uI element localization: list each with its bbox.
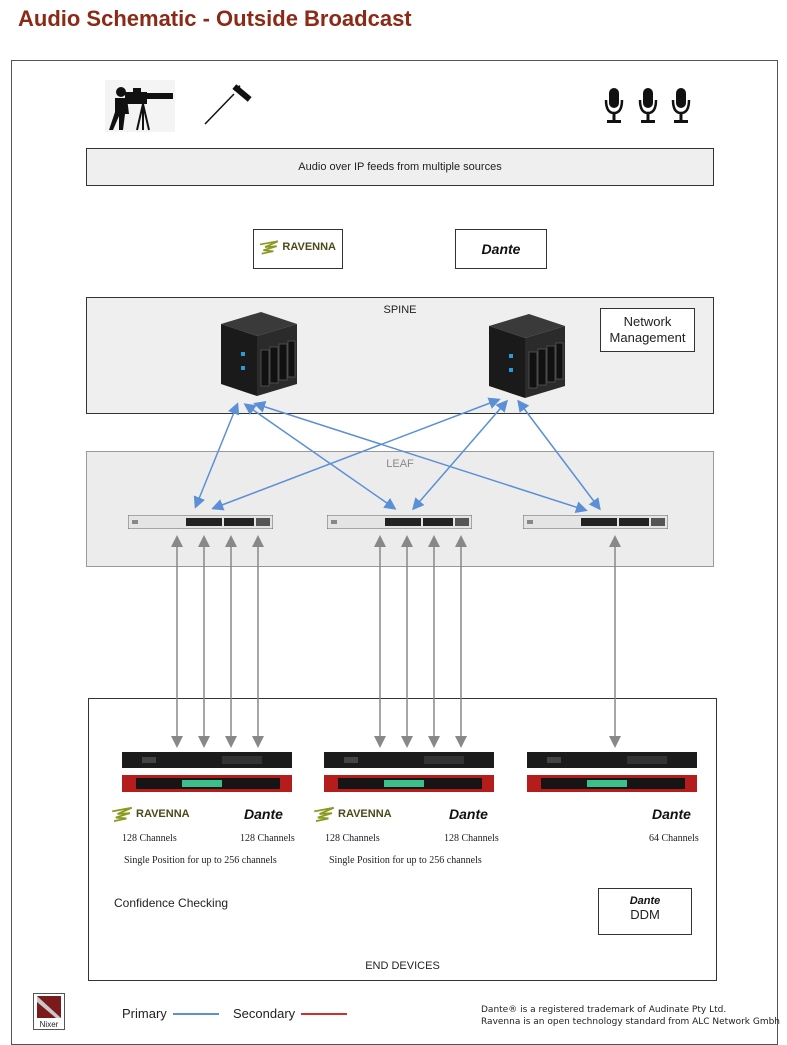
dante-logo: Dante xyxy=(455,229,547,269)
page-title: Audio Schematic - Outside Broadcast xyxy=(18,6,412,31)
device-2-ravenna-text: RAVENNA xyxy=(338,808,392,820)
network-management-box: Network Management xyxy=(600,308,695,352)
legend-primary: Primary xyxy=(122,1006,219,1021)
device-2-ravenna-logo: RAVENNA xyxy=(314,806,392,822)
nixer-logo-text: Nixer xyxy=(39,1020,59,1029)
leaf-switch-1 xyxy=(128,515,273,529)
ravenna-logo-text: RAVENNA xyxy=(282,241,336,253)
device-3-dante-logo: Dante xyxy=(652,806,691,822)
spine-label: SPINE xyxy=(383,304,417,316)
ravenna-logo: RAVENNA xyxy=(253,229,343,269)
end-devices-label: END DEVICES xyxy=(365,960,440,972)
network-management-line-1: Network xyxy=(623,314,672,329)
device-3-right-channels: 64 Channels xyxy=(649,833,699,844)
leaf-switch-3 xyxy=(523,515,668,529)
device-1-right-channels: 128 Channels xyxy=(240,833,295,844)
audio-feeds-label: Audio over IP feeds from multiple source… xyxy=(298,161,502,173)
legend-primary-line xyxy=(172,1012,219,1015)
leaf-switch-2 xyxy=(327,515,472,529)
leaf-box: LEAF xyxy=(86,451,714,567)
device-2-note: Single Position for up to 256 channels xyxy=(329,855,482,866)
ddm-label: DDM xyxy=(630,907,660,922)
legend-primary-label: Primary xyxy=(122,1006,167,1021)
device-1-ravenna-text: RAVENNA xyxy=(136,808,190,820)
device-1-dante-logo: Dante xyxy=(244,806,283,822)
footnote-line-1: Dante® is a registered trademark of Audi… xyxy=(481,1005,727,1015)
device-1-left-channels: 128 Channels xyxy=(122,833,177,844)
boom-microphone-icon xyxy=(202,84,254,126)
end-devices-box: END DEVICES xyxy=(88,698,717,981)
device-2-left-channels: 128 Channels xyxy=(325,833,380,844)
device-1-ravenna-logo: RAVENNA xyxy=(112,806,190,822)
dante-logo-text: Dante xyxy=(481,241,521,257)
camera-operator-icon xyxy=(105,80,175,132)
ddm-dante-logo: Dante xyxy=(629,895,661,907)
device-unit-3 xyxy=(527,752,697,794)
legend-secondary-label: Secondary xyxy=(233,1006,296,1021)
spine-server-2 xyxy=(489,314,565,398)
device-unit-1 xyxy=(122,752,292,794)
network-management-line-2: Management xyxy=(609,330,686,345)
nixer-logo: Nixer xyxy=(33,993,65,1030)
audio-feeds-box: Audio over IP feeds from multiple source… xyxy=(86,148,714,186)
spine-box: SPINE xyxy=(86,297,714,414)
leaf-label: LEAF xyxy=(386,458,414,470)
footnote-line-2: Ravenna is an open technology standard f… xyxy=(481,1017,781,1027)
device-2-right-channels: 128 Channels xyxy=(444,833,499,844)
device-2-dante-logo: Dante xyxy=(449,806,488,822)
device-unit-2 xyxy=(324,752,494,794)
microphones-icon xyxy=(600,86,700,126)
legend-secondary: Secondary xyxy=(233,1006,348,1021)
confidence-checking-label: Confidence Checking xyxy=(114,896,229,910)
ddm-box: Dante DDM xyxy=(598,888,692,935)
legend-secondary-line xyxy=(301,1012,348,1015)
trademark-footnote: Dante® is a registered trademark of Audi… xyxy=(481,1004,780,1028)
device-1-note: Single Position for up to 256 channels xyxy=(124,855,277,866)
spine-server-1 xyxy=(221,312,297,396)
